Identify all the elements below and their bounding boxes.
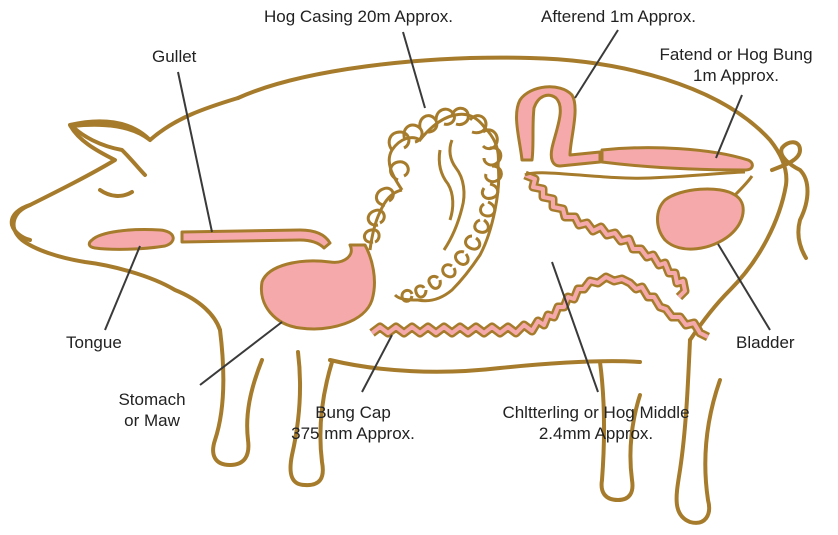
hog-casing-coils [364, 108, 501, 301]
label-chitterling-line2: 2.4mm Approx. [470, 423, 722, 444]
label-gullet: Gullet [152, 46, 196, 67]
label-stomach-line1: Stomach [92, 389, 212, 410]
label-afterend: Afterend 1m Approx. [541, 6, 696, 27]
pig-eye-outline [100, 190, 132, 196]
bladder-organ [658, 189, 744, 249]
stomach-organ [261, 245, 374, 329]
label-fatend: Fatend or Hog Bung 1m Approx. [636, 44, 836, 86]
pig-ear-outline [72, 125, 150, 175]
front-leg-left-outline [213, 330, 262, 465]
label-bung-cap-line2: 375 mm Approx. [268, 423, 438, 444]
label-tongue: Tongue [66, 332, 122, 353]
label-hog-casing: Hog Casing 20m Approx. [264, 6, 453, 27]
leader-stomach [200, 322, 282, 385]
label-bung-cap-line1: Bung Cap [268, 402, 438, 423]
leader-bung-cap [362, 335, 392, 392]
leader-gullet [178, 72, 212, 232]
label-stomach-line2: or Maw [92, 410, 212, 431]
label-fatend-line2: 1m Approx. [636, 65, 836, 86]
label-chitterling-line1: Chltterling or Hog Middle [470, 402, 722, 423]
afterend-organ [517, 87, 600, 166]
label-bung-cap: Bung Cap 375 mm Approx. [268, 402, 438, 444]
label-fatend-line1: Fatend or Hog Bung [636, 44, 836, 65]
pig-back-outline [14, 98, 238, 330]
label-bladder: Bladder [736, 332, 795, 353]
leader-tongue [105, 246, 140, 330]
label-stomach: Stomach or Maw [92, 389, 212, 431]
bladder-neck [735, 176, 752, 195]
tongue-organ [89, 229, 173, 249]
fatend-organ [602, 148, 752, 170]
leader-fatend [716, 95, 742, 158]
label-chitterling: Chltterling or Hog Middle 2.4mm Approx. [470, 402, 722, 444]
leader-bladder [718, 244, 770, 330]
pig-tail-outline [772, 142, 808, 258]
gullet-organ [182, 230, 330, 248]
leader-hog-casing [403, 32, 425, 108]
